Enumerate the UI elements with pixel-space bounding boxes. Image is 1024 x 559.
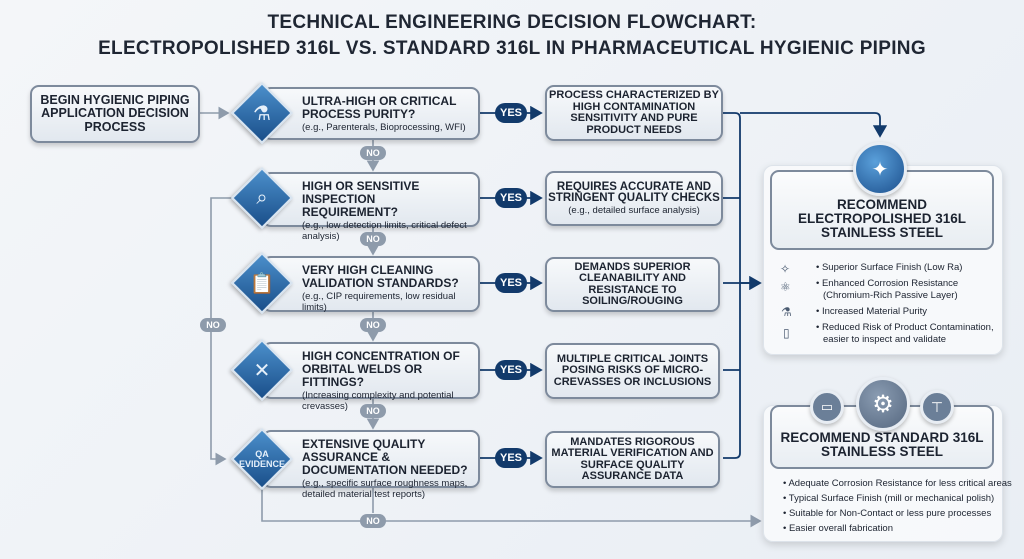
ep-bullet-text: Reduced Risk of Product Contamination, e… — [821, 322, 994, 345]
ep-bullet: • Superior Surface Finish (Low Ra) — [816, 262, 963, 273]
ep-bullet-text: Superior Surface Finish (Low Ra) — [821, 262, 963, 273]
electropolished-title: RECOMMEND ELECTROPOLISHED 316L STAINLESS… — [797, 197, 967, 240]
no-label: NO — [200, 318, 226, 332]
decision-question: EXTENSIVE QUALITY ASSURANCE & DOCUMENTAT… — [302, 437, 468, 477]
ep-bullet: • Enhanced Corrosion Resistance (Chromiu… — [816, 278, 959, 301]
start-node: BEGIN HYGIENIC PIPING APPLICATION DECISI… — [30, 85, 200, 143]
yes-label: YES — [495, 188, 527, 208]
decision-inspection: HIGH OR SENSITIVE INSPECTION REQUIREMENT… — [262, 172, 480, 242]
no-label: NO — [360, 232, 386, 246]
decision-detail: (e.g., specific surface roughness maps, … — [302, 478, 468, 500]
start-label: BEGIN HYGIENIC PIPING APPLICATION DECISI… — [40, 92, 190, 134]
pipe-cross-icon: ✕ — [253, 359, 271, 382]
decision-question: HIGH OR SENSITIVE INSPECTION REQUIREMENT… — [302, 179, 420, 219]
decision-welds: HIGH CONCENTRATION OF ORBITAL WELDS OR F… — [262, 342, 480, 412]
result-text: DEMANDS SUPERIOR CLEANABILITY AND RESIST… — [574, 260, 691, 307]
decision-purity: ULTRA-HIGH OR CRITICAL PROCESS PURITY?(e… — [262, 87, 480, 140]
clipboard-check-icon: 📋 — [249, 272, 275, 295]
no-label: NO — [360, 318, 386, 332]
result-text: PROCESS CHARACTERIZED BY HIGH CONTAMINAT… — [549, 89, 719, 136]
std-bullet-text: Typical Surface Finish (mill or mechanic… — [788, 493, 995, 504]
std-bullet-text: Adequate Corrosion Resistance for less c… — [788, 478, 1012, 489]
std-bullet: • Adequate Corrosion Resistance for less… — [783, 478, 1012, 489]
magnifier-icon: ⌕ — [256, 186, 268, 209]
std-bullet: • Suitable for Non-Contact or less pure … — [783, 508, 992, 519]
result-welds: MULTIPLE CRITICAL JOINTS POSING RISKS OF… — [545, 343, 720, 399]
valve-icon: ⊤ — [920, 390, 954, 424]
decision-question: HIGH CONCENTRATION OF ORBITAL WELDS OR F… — [302, 349, 460, 389]
electropolished-title-box: RECOMMEND ELECTROPOLISHED 316L STAINLESS… — [770, 170, 994, 250]
flask-icon: ⚗ — [253, 102, 271, 125]
decision-detail: (e.g., CIP requirements, low residual li… — [302, 291, 456, 313]
decision-question: VERY HIGH CLEANING VALIDATION STANDARDS? — [302, 263, 459, 290]
decision-detail: (Increasing complexity and potential cre… — [302, 390, 454, 412]
ep-bullet: • Increased Material Purity — [816, 306, 928, 317]
result-inspection: REQUIRES ACCURATE AND STRINGENT QUALITY … — [545, 171, 723, 226]
yes-label: YES — [495, 273, 527, 293]
result-purity: PROCESS CHARACTERIZED BY HIGH CONTAMINAT… — [545, 85, 723, 141]
sparkle-surface-icon: ✧ — [780, 262, 791, 276]
ep-bullet: • Reduced Risk of Product Contamination,… — [816, 322, 994, 345]
test-tube-icon: ▯ — [783, 326, 790, 340]
result-text: MANDATES RIGOROUS MATERIAL VERIFICATION … — [551, 435, 714, 482]
result-text: REQUIRES ACCURATE AND STRINGENT QUALITY … — [548, 180, 720, 204]
yes-label: YES — [495, 360, 527, 380]
decision-question: ULTRA-HIGH OR CRITICAL PROCESS PURITY? — [302, 94, 457, 121]
qa-evidence-icon: QA EVIDENCE — [238, 449, 285, 469]
pipe-sparkle-icon: ✦ — [853, 142, 907, 196]
decision-qa: EXTENSIVE QUALITY ASSURANCE & DOCUMENTAT… — [262, 430, 480, 500]
flask-icon: ⚗ — [781, 305, 792, 319]
no-label: NO — [360, 146, 386, 160]
molecule-icon: ⚛ — [780, 280, 791, 294]
gears-icon: ⚙ — [856, 377, 910, 431]
ep-bullet-text: Increased Material Purity — [821, 306, 928, 317]
result-qa: MANDATES RIGOROUS MATERIAL VERIFICATION … — [545, 431, 720, 488]
std-bullet: • Easier overall fabrication — [783, 523, 893, 534]
std-bullet-text: Easier overall fabrication — [788, 523, 893, 534]
std-bullet: • Typical Surface Finish (mill or mechan… — [783, 493, 995, 504]
result-text: MULTIPLE CRITICAL JOINTS POSING RISKS OF… — [553, 352, 712, 388]
pipe-icon: ▭ — [810, 390, 844, 424]
decision-cleaning: VERY HIGH CLEANING VALIDATION STANDARDS?… — [262, 256, 480, 313]
decision-detail: (e.g., Parenterals, Bioprocessing, WFI) — [302, 122, 466, 133]
no-label: NO — [360, 514, 386, 528]
decision-detail: (e.g., low detection limits, critical de… — [302, 220, 467, 242]
no-label: NO — [360, 404, 386, 418]
yes-label: YES — [495, 448, 527, 468]
result-detail: (e.g., detailed surface analysis) — [568, 204, 700, 216]
result-cleaning: DEMANDS SUPERIOR CLEANABILITY AND RESIST… — [545, 257, 720, 312]
ep-bullet-text: Enhanced Corrosion Resistance (Chromium-… — [821, 278, 959, 301]
yes-label: YES — [495, 103, 527, 123]
standard-title: RECOMMEND STANDARD 316L STAINLESS STEEL — [780, 430, 984, 459]
title-line-1: TECHNICAL ENGINEERING DECISION FLOWCHART… — [267, 12, 757, 33]
title-line-2: ELECTROPOLISHED 316L VS. STANDARD 316L I… — [98, 38, 926, 59]
std-bullet-text: Suitable for Non-Contact or less pure pr… — [788, 508, 992, 519]
standard-title-box: RECOMMEND STANDARD 316L STAINLESS STEEL — [770, 405, 994, 469]
